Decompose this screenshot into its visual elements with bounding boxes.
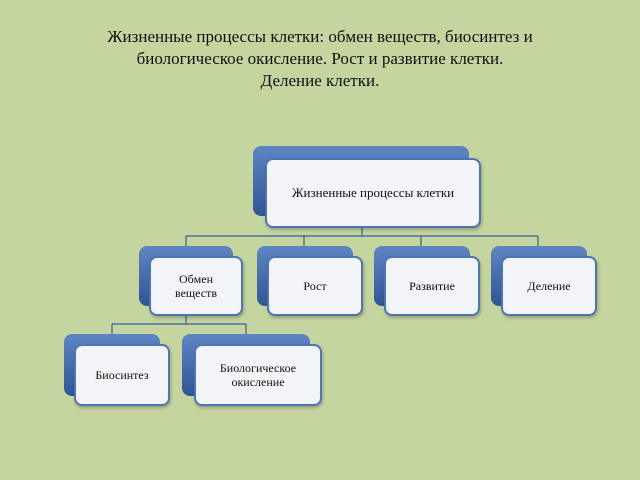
node-metabolism-label: Обмен веществ [174,272,218,300]
node-division: Деление [491,246,597,316]
node-development-label: Развитие [409,279,455,293]
title-line-2: биологическое окисление. Рост и развитие… [136,49,504,68]
node-bio-oxidation: Биологическое окисление [182,334,322,406]
title-line-1: Жизненные процессы клетки: обмен веществ… [107,27,533,46]
node-growth-label: Рост [303,279,327,293]
node-bio-oxidation-label: Биологическое окисление [219,361,297,389]
node-biosynthesis-label: Биосинтез [95,368,149,382]
node-development: Развитие [374,246,480,316]
node-biosynthesis: Биосинтез [64,334,170,406]
slide-title: Жизненные процессы клетки: обмен веществ… [40,26,600,92]
node-root-label: Жизненные процессы клетки [291,185,455,200]
connector-metabolism-level2 [111,308,247,334]
node-division-label: Деление [527,279,571,293]
node-metabolism: Обмен веществ [139,246,243,316]
node-root: Жизненные процессы клетки [253,146,481,228]
node-growth: Рост [257,246,363,316]
title-line-3: Деление клетки. [260,71,380,90]
